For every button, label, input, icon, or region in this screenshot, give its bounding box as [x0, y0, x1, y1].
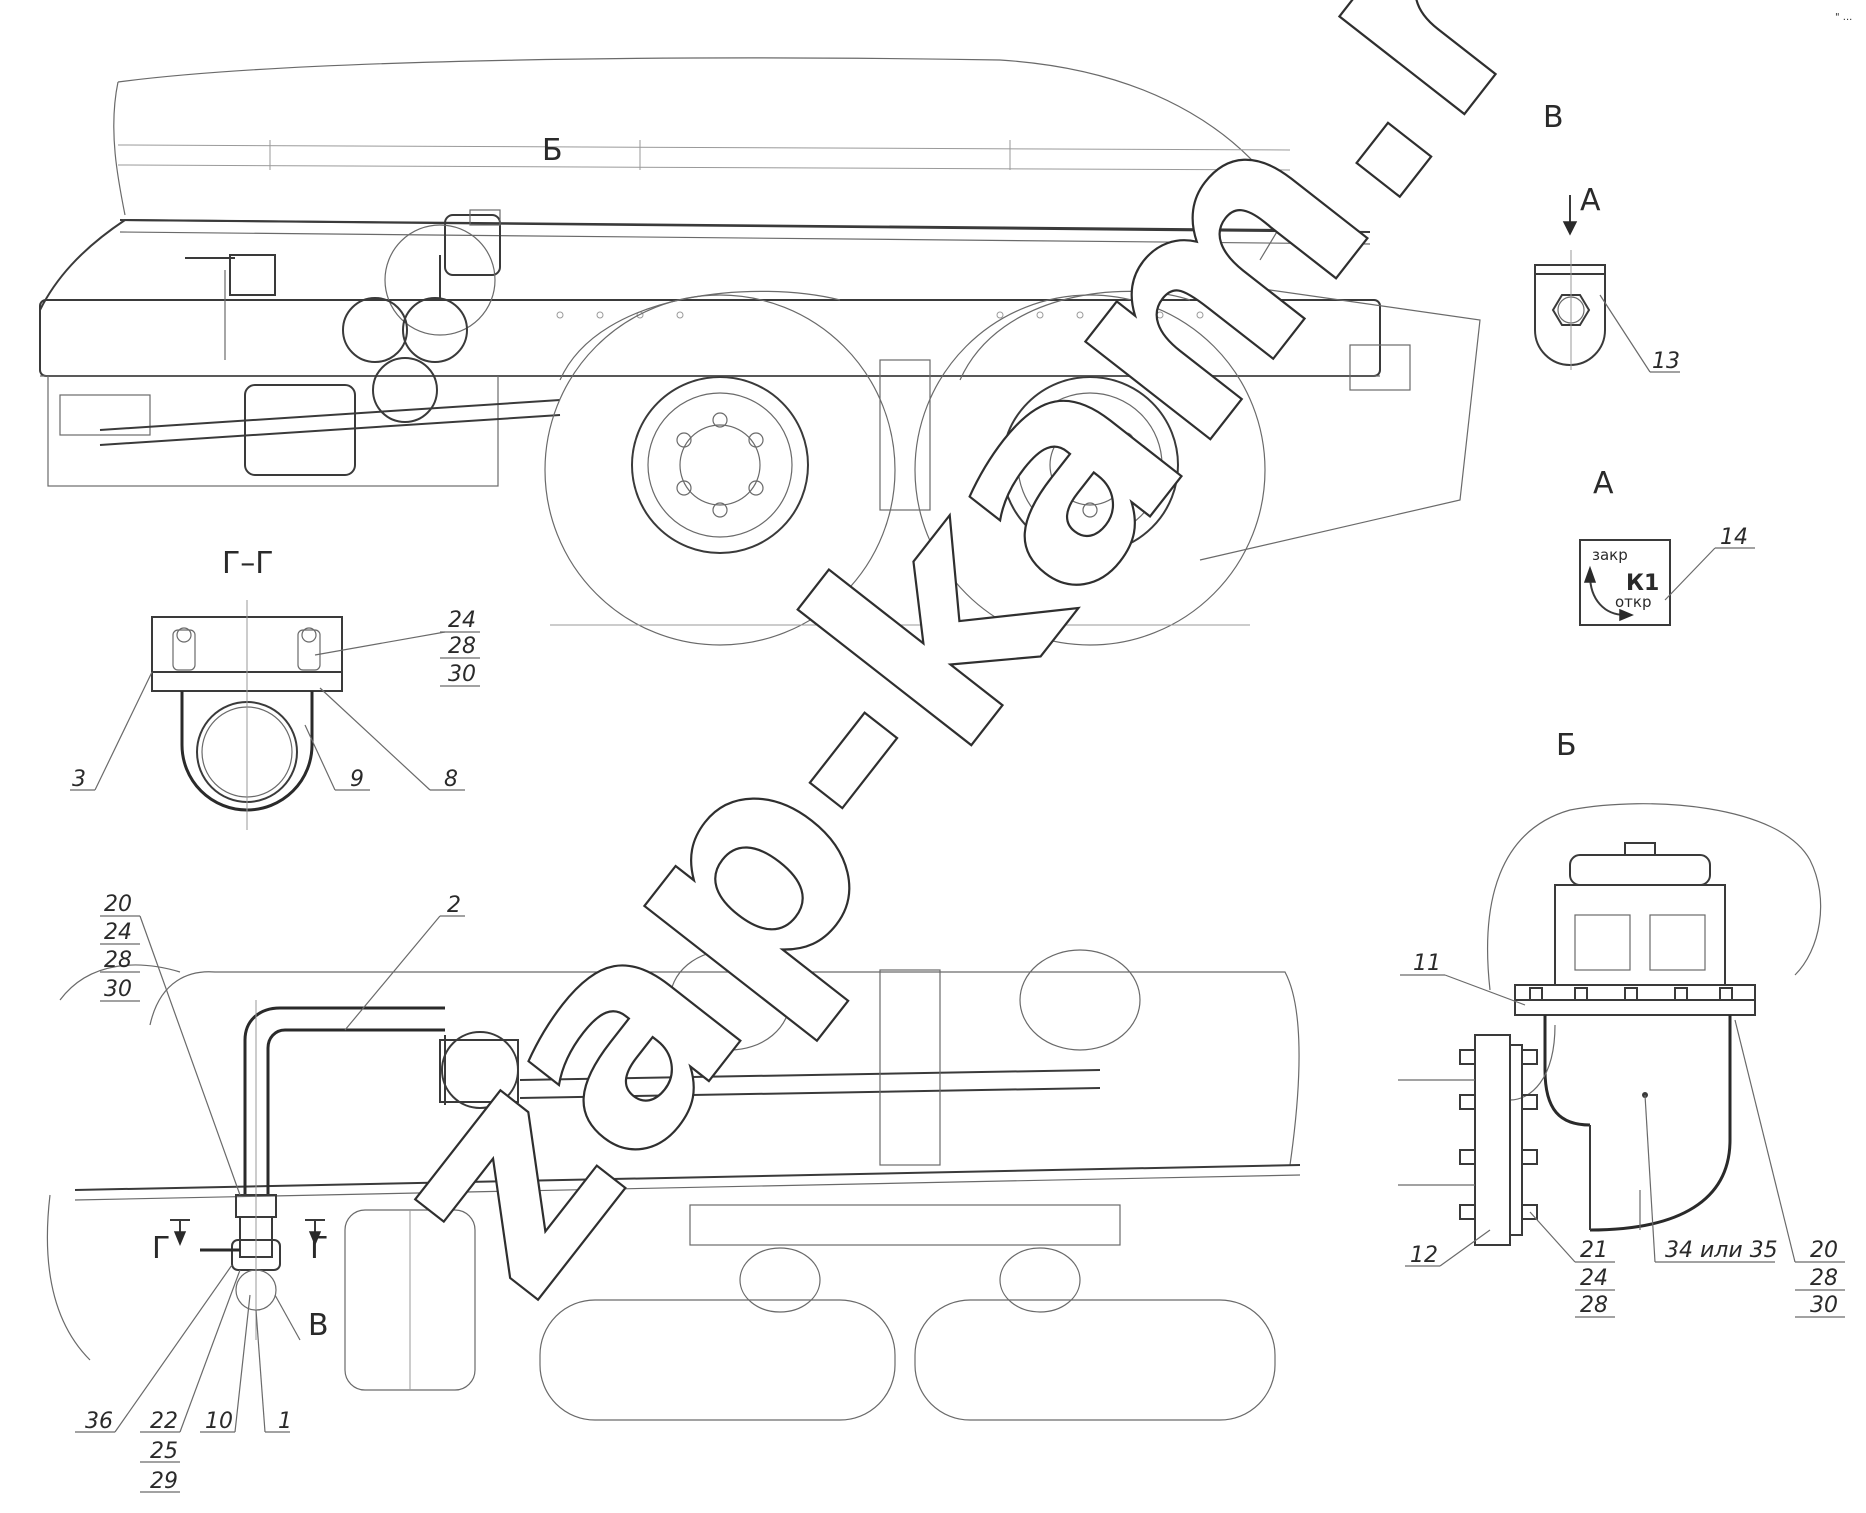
view-label-b-top: Б — [542, 133, 563, 168]
detail-b: 11 12 21 24 28 34 или 35 20 28 30 — [1398, 803, 1845, 1318]
b-callout-21: 21 — [1580, 1238, 1608, 1263]
gg-callout-30: 30 — [448, 662, 476, 687]
plan-view-vehicle — [46, 949, 1301, 1421]
b-callout-20: 20 — [1810, 1238, 1838, 1263]
bl-callout-24: 24 — [104, 920, 132, 945]
b-callout-34-35: 34 или 35 — [1665, 1238, 1778, 1263]
cut-label-g-left: Г — [152, 1231, 170, 1266]
gg-callout-9: 9 — [350, 767, 364, 792]
b-callout-12: 12 — [1410, 1243, 1438, 1268]
section-gg-detail: 24 28 30 3 9 8 — [70, 600, 480, 830]
view-label-v-bottom: В — [308, 1308, 329, 1343]
plate-k1: закр К1 откр 14 — [1579, 525, 1755, 626]
b-callout-28b: 28 — [1810, 1266, 1838, 1291]
b-callout-28a: 28 — [1580, 1293, 1608, 1318]
callout-14: 14 — [1720, 525, 1748, 550]
bl-callout-28: 28 — [104, 948, 132, 973]
gg-callout-8: 8 — [444, 767, 458, 792]
view-label-a-arrow: А — [1580, 183, 1601, 218]
gg-callout-3: 3 — [72, 767, 86, 792]
plate-code: К1 — [1626, 571, 1659, 596]
cut-label-g-right: Г — [310, 1231, 328, 1266]
bl-callout-20: 20 — [104, 892, 132, 917]
view-label-v-top: В — [1543, 100, 1564, 135]
detail-label-b: Б — [1556, 728, 1577, 763]
corner-mark: " ... — [1835, 12, 1852, 23]
plate-open-text: откр — [1615, 593, 1652, 611]
bl-callout-2: 2 — [447, 893, 461, 918]
plan-view-callouts: 20 24 28 30 2 36 22 25 29 10 1 — [75, 892, 465, 1494]
watermark-text: zap-kam.ru — [319, 0, 1719, 1352]
b-callout-24: 24 — [1580, 1266, 1608, 1291]
side-view-vehicle — [39, 57, 1481, 646]
plate-closed-text: закр — [1592, 546, 1628, 564]
view-v-detail: 13 — [1534, 195, 1680, 374]
bl-callout-1: 1 — [278, 1409, 292, 1434]
gg-callout-24: 24 — [448, 608, 476, 633]
b-callout-11: 11 — [1413, 951, 1441, 976]
bl-callout-22: 22 — [150, 1409, 178, 1434]
view-label-a: А — [1593, 466, 1614, 501]
b-callout-30: 30 — [1810, 1293, 1838, 1318]
bl-callout-29: 29 — [150, 1469, 178, 1494]
section-label-gg: Г–Г — [222, 546, 274, 581]
callout-13: 13 — [1652, 349, 1680, 374]
bl-callout-30: 30 — [104, 977, 132, 1002]
bl-callout-36: 36 — [85, 1409, 113, 1434]
bl-callout-10: 10 — [205, 1409, 233, 1434]
gg-callout-28: 28 — [448, 634, 476, 659]
bl-callout-25: 25 — [150, 1439, 178, 1464]
